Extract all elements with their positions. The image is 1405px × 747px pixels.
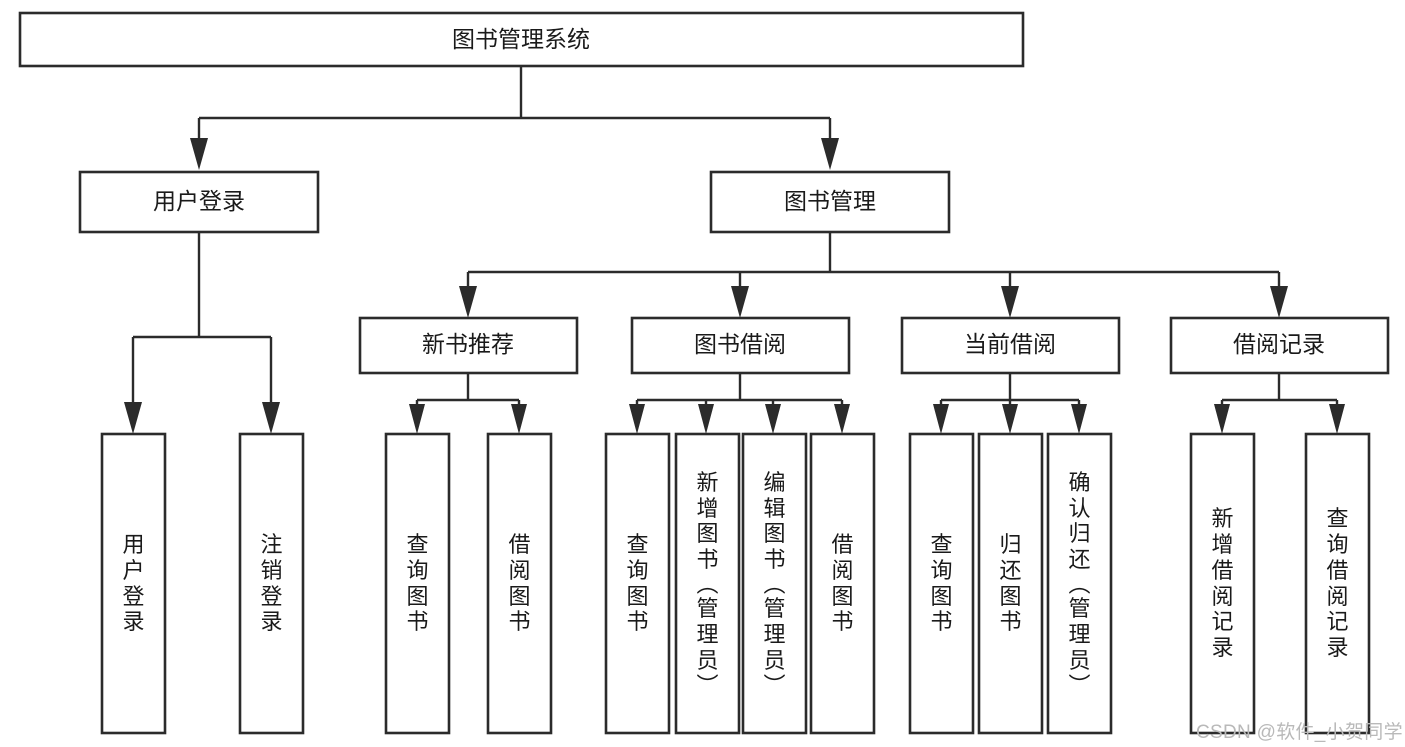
arrow-head-icon bbox=[1214, 404, 1230, 434]
node-new-book-recommend[interactable]: 新书推荐 bbox=[358, 316, 579, 375]
connector-current-borrow-to-leaves bbox=[933, 373, 1087, 434]
connector-user-login-to-leaves bbox=[124, 232, 280, 434]
arrow-head-icon bbox=[821, 138, 839, 170]
arrow-head-icon bbox=[1071, 404, 1087, 434]
arrow-head-icon bbox=[1002, 404, 1018, 434]
node-borrow-record[interactable]: 借阅记录 bbox=[1169, 316, 1390, 375]
arrow-head-icon bbox=[409, 404, 425, 434]
arrow-head-icon bbox=[459, 286, 477, 318]
leaf-box-confirm-return[interactable] bbox=[1046, 432, 1113, 735]
leaf-box-add-book[interactable] bbox=[674, 432, 741, 735]
node-user-login[interactable]: 用户登录 bbox=[78, 170, 320, 234]
node-current-borrow[interactable]: 当前借阅 bbox=[900, 316, 1121, 375]
leaf-box-query-record[interactable] bbox=[1304, 432, 1371, 735]
leaf-box-borrow-book-1[interactable] bbox=[486, 432, 553, 735]
connector-root-to-level2 bbox=[190, 66, 839, 170]
connector-book-management-to-level3 bbox=[459, 232, 1288, 318]
node-root-label: 图书管理系统 bbox=[452, 26, 590, 52]
arrow-head-icon bbox=[262, 402, 280, 434]
arrow-head-icon bbox=[511, 404, 527, 434]
arrow-head-icon bbox=[629, 404, 645, 434]
node-current-borrow-label: 当前借阅 bbox=[964, 331, 1056, 357]
node-new-book-recommend-label: 新书推荐 bbox=[422, 331, 514, 357]
leaf-box-add-record[interactable] bbox=[1189, 432, 1256, 735]
connector-book-borrow-to-leaves bbox=[629, 373, 850, 434]
arrow-head-icon bbox=[933, 404, 949, 434]
leaf-box-borrow-book-2[interactable] bbox=[809, 432, 876, 735]
arrow-head-icon bbox=[124, 402, 142, 434]
arrow-head-icon bbox=[1329, 404, 1345, 434]
arrow-head-icon bbox=[190, 138, 208, 170]
arrow-head-icon bbox=[1270, 286, 1288, 318]
node-current-borrow-box[interactable] bbox=[900, 316, 1121, 375]
node-book-borrow[interactable]: 图书借阅 bbox=[630, 316, 851, 375]
leaf-box-edit-book[interactable] bbox=[741, 432, 808, 735]
arrow-head-icon bbox=[698, 404, 714, 434]
arrow-head-icon bbox=[1001, 286, 1019, 318]
node-book-management[interactable]: 图书管理 bbox=[709, 170, 951, 234]
leaf-box-return-book[interactable] bbox=[977, 432, 1044, 735]
node-book-management-label: 图书管理 bbox=[784, 188, 876, 214]
node-user-login-label: 用户登录 bbox=[153, 188, 245, 214]
arrow-head-icon bbox=[765, 404, 781, 434]
node-new-book-recommend-box[interactable] bbox=[358, 316, 579, 375]
node-book-borrow-label: 图书借阅 bbox=[694, 331, 786, 357]
leaf-box-user-login[interactable] bbox=[100, 432, 167, 735]
leaf-box-user-logout[interactable] bbox=[238, 432, 305, 735]
leaf-box-query-book-2[interactable] bbox=[604, 432, 671, 735]
watermark-text: CSDN @软件_小贺同学 bbox=[1196, 722, 1403, 743]
leaf-box-query-book-1[interactable] bbox=[384, 432, 451, 735]
arrow-head-icon bbox=[731, 286, 749, 318]
node-user-login-box[interactable] bbox=[78, 170, 320, 234]
node-borrow-record-label: 借阅记录 bbox=[1233, 331, 1325, 357]
node-root-box[interactable] bbox=[18, 11, 1025, 68]
connector-borrow-record-to-leaves bbox=[1214, 373, 1345, 434]
connector-new-book-recommend-to-leaves bbox=[409, 373, 527, 434]
node-root[interactable]: 图书管理系统 bbox=[18, 11, 1025, 68]
leaf-box-query-book-3[interactable] bbox=[908, 432, 975, 735]
arrow-head-icon bbox=[834, 404, 850, 434]
